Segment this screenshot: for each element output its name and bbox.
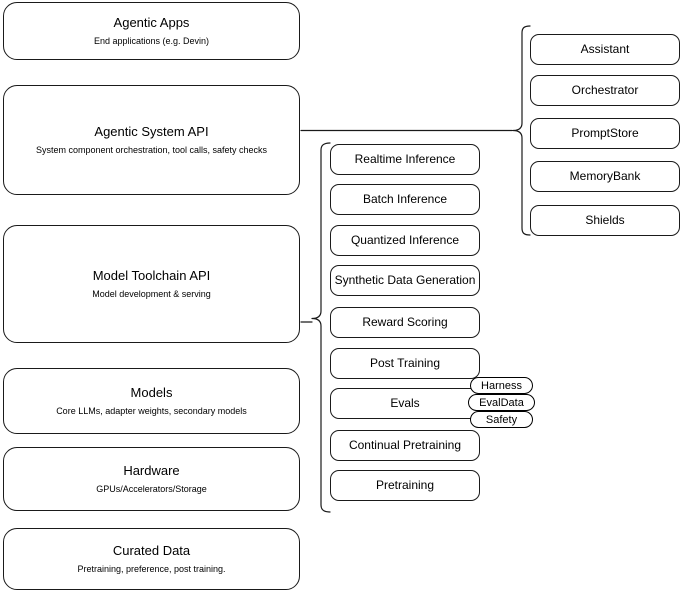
evals-subcomponent-evaldata[interactable]: EvalData xyxy=(468,394,535,411)
layer-title: Curated Data xyxy=(112,542,191,558)
layer-model-toolchain-api[interactable]: Model Toolchain API Model development & … xyxy=(3,225,300,343)
brace-path xyxy=(311,142,331,513)
capability-pretraining[interactable]: Pretraining xyxy=(330,470,480,501)
layer-title: Model Toolchain API xyxy=(92,267,211,283)
component-shields[interactable]: Shields xyxy=(530,205,680,236)
layer-agentic-apps[interactable]: Agentic Apps End applications (e.g. Devi… xyxy=(3,2,300,60)
layer-title: Hardware xyxy=(123,462,180,478)
capability-batch-inference[interactable]: Batch Inference xyxy=(330,184,480,215)
capability-realtime-inference[interactable]: Realtime Inference xyxy=(330,144,480,175)
component-memorybank[interactable]: MemoryBank xyxy=(530,161,680,192)
layer-subtitle: Core LLMs, adapter weights, secondary mo… xyxy=(56,406,247,416)
layer-subtitle: GPUs/Accelerators/Storage xyxy=(96,484,207,494)
layer-subtitle: Pretraining, preference, post training. xyxy=(77,564,226,574)
layer-agentic-system-api[interactable]: Agentic System API System component orch… xyxy=(3,85,300,195)
evals-subcomponent-safety[interactable]: Safety xyxy=(470,411,533,428)
layer-models[interactable]: Models Core LLMs, adapter weights, secon… xyxy=(3,368,300,434)
layer-hardware[interactable]: Hardware GPUs/Accelerators/Storage xyxy=(3,447,300,511)
capability-evals[interactable]: Evals xyxy=(330,388,480,419)
layer-curated-data[interactable]: Curated Data Pretraining, preference, po… xyxy=(3,528,300,590)
brace-path xyxy=(512,25,531,236)
evals-subcomponent-harness[interactable]: Harness xyxy=(470,377,533,394)
component-assistant[interactable]: Assistant xyxy=(530,34,680,65)
layer-subtitle: Model development & serving xyxy=(92,289,211,299)
capability-reward-scoring[interactable]: Reward Scoring xyxy=(330,307,480,338)
capability-quantized-inference[interactable]: Quantized Inference xyxy=(330,225,480,256)
layer-subtitle: End applications (e.g. Devin) xyxy=(93,36,210,46)
capability-synthetic-data-generation[interactable]: Synthetic Data Generation xyxy=(330,265,480,296)
layer-title: Agentic System API xyxy=(94,123,209,139)
capability-continual-pretraining[interactable]: Continual Pretraining xyxy=(330,430,480,461)
component-orchestrator[interactable]: Orchestrator xyxy=(530,75,680,106)
capability-post-training[interactable]: Post Training xyxy=(330,348,480,379)
layer-title: Models xyxy=(130,384,173,400)
layer-title: Agentic Apps xyxy=(113,14,190,30)
layer-subtitle: System component orchestration, tool cal… xyxy=(35,145,268,155)
component-promptstore[interactable]: PromptStore xyxy=(530,118,680,149)
